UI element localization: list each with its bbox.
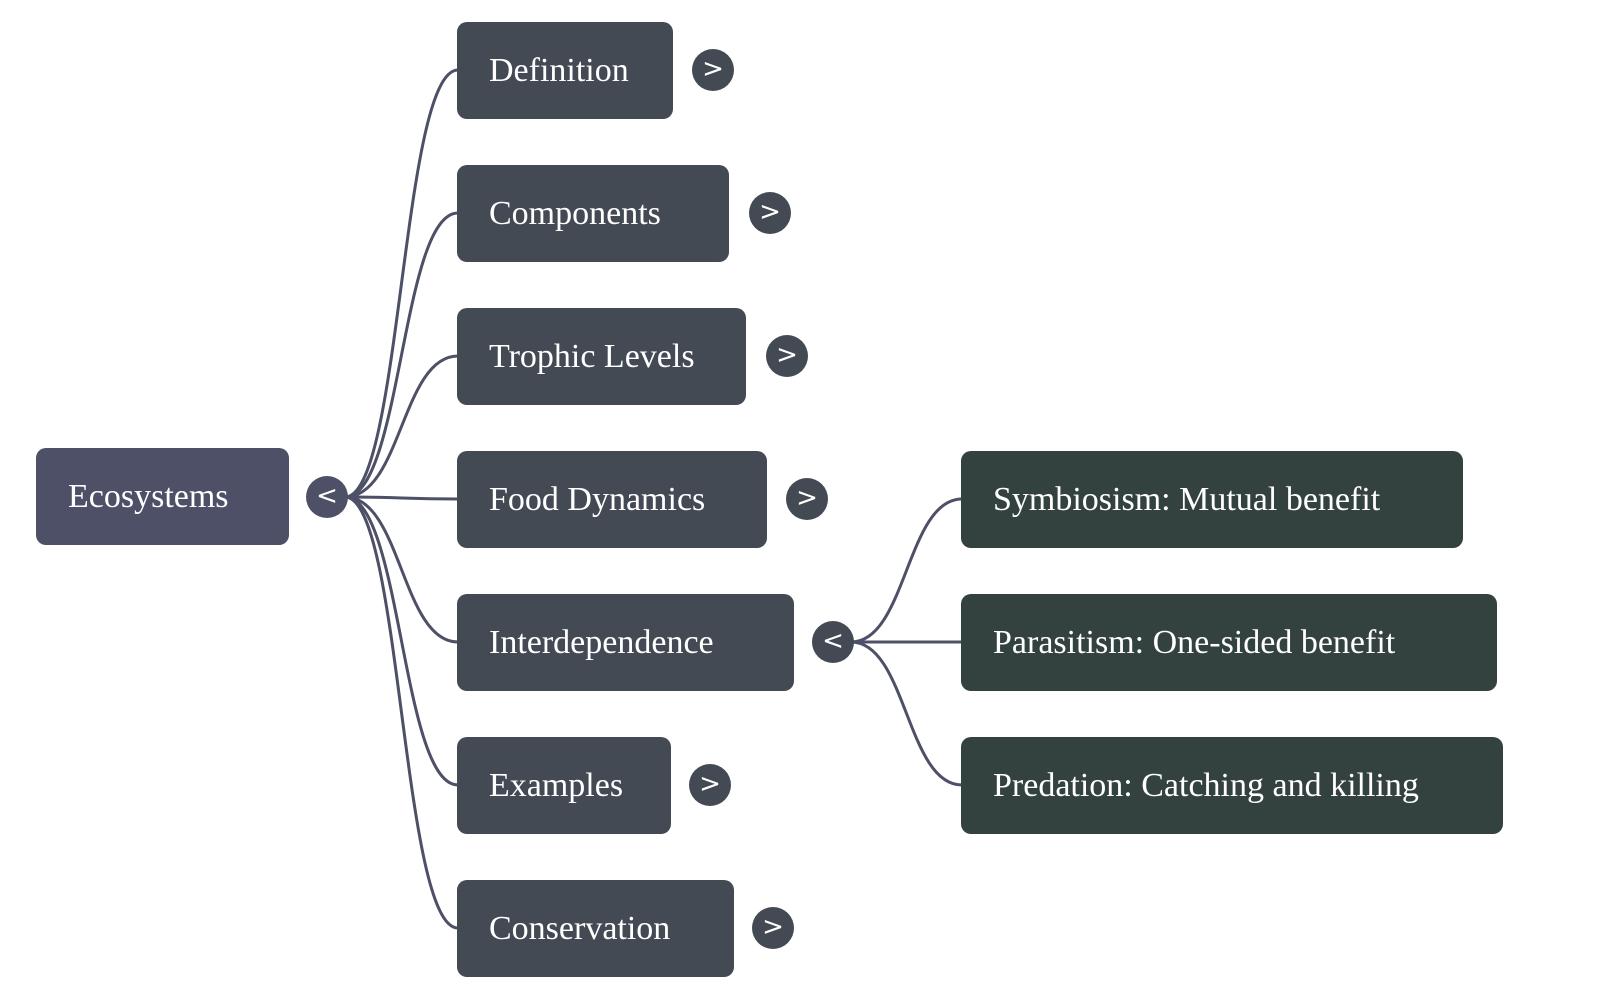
branch-node-components[interactable]: Components [457, 165, 729, 262]
connector-root-to-branch-2 [344, 354, 459, 499]
leaf-node-symbiosism[interactable]: Symbiosism: Mutual benefit [961, 451, 1463, 548]
expand-chevron-right-icon[interactable]: > [752, 907, 794, 949]
collapse-chevron-left-icon[interactable]: < [812, 621, 854, 663]
connector-root-to-branch-1 [344, 211, 459, 499]
connector-interdependence-to-leaf-2 [850, 640, 963, 787]
expand-chevron-right-icon[interactable]: > [749, 192, 791, 234]
branch-node-conservation[interactable]: Conservation [457, 880, 734, 977]
connector-root-to-branch-5 [344, 495, 459, 787]
collapse-chevron-left-icon[interactable]: < [306, 476, 348, 518]
branch-node-food-dynamics[interactable]: Food Dynamics [457, 451, 767, 548]
leaf-node-predation[interactable]: Predation: Catching and killing [961, 737, 1503, 834]
connector-root-to-branch-6 [344, 495, 459, 930]
expand-chevron-right-icon[interactable]: > [689, 764, 731, 806]
branch-node-definition[interactable]: Definition [457, 22, 673, 119]
connector-root-to-branch-3 [344, 495, 459, 501]
root-node-ecosystems[interactable]: Ecosystems [36, 448, 289, 545]
connector-root-to-branch-4 [344, 495, 459, 644]
connector-interdependence-to-leaf-0 [850, 497, 963, 644]
connector-root-to-branch-0 [344, 68, 459, 499]
expand-chevron-right-icon[interactable]: > [692, 49, 734, 91]
branch-node-interdependence[interactable]: Interdependence [457, 594, 794, 691]
expand-chevron-right-icon[interactable]: > [766, 335, 808, 377]
expand-chevron-right-icon[interactable]: > [786, 478, 828, 520]
branch-node-trophic-levels[interactable]: Trophic Levels [457, 308, 746, 405]
leaf-node-parasitism[interactable]: Parasitism: One-sided benefit [961, 594, 1497, 691]
branch-node-examples[interactable]: Examples [457, 737, 671, 834]
